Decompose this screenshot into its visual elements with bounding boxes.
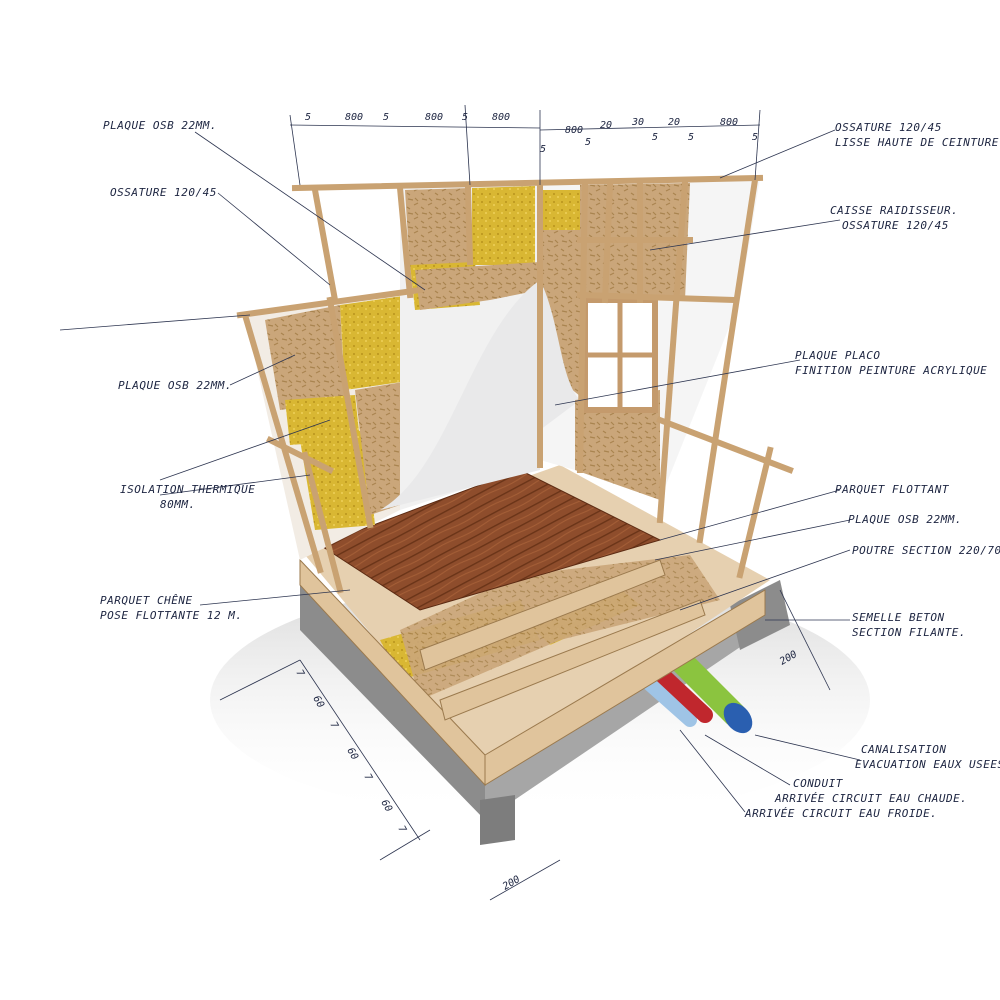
dimension-label: 60 bbox=[378, 798, 394, 814]
dimension-label: 30 bbox=[631, 117, 644, 128]
dimension-label: 800 bbox=[425, 112, 443, 123]
dimension-label: 800 bbox=[720, 117, 738, 128]
wall-frame-studs bbox=[236, 174, 794, 594]
right-wall bbox=[540, 178, 760, 500]
label-parquet-flottant: PARQUET FLOTTANT bbox=[835, 483, 949, 496]
dimension-label: 800 bbox=[345, 112, 363, 123]
label-ossature-left: OSSATURE 120/45 bbox=[110, 186, 217, 199]
back-wall bbox=[380, 182, 540, 510]
label-conduit: CONDUIT ARRIVÉE CIRCUIT EAU CHAUDE. ARRI… bbox=[745, 777, 968, 820]
dimension-label: 5 bbox=[540, 144, 546, 155]
label-ossature-right: OSSATURE 120/45 LISSE HAUTE DE CEINTURE. bbox=[835, 121, 1000, 149]
label-poutre: POUTRE SECTION 220/70 bbox=[852, 544, 1000, 557]
dimension-label: 7 bbox=[327, 720, 340, 731]
dimension-label: 7 bbox=[395, 824, 408, 835]
dimension-label: 60 bbox=[344, 746, 360, 762]
label-semelle-beton: SEMELLE BETON SECTION FILANTE. bbox=[852, 611, 966, 639]
floor-osb bbox=[400, 555, 720, 700]
label-parquet-chene: PARQUET CHÊNE POSE FLOTTANTE 12 M. bbox=[100, 594, 243, 622]
dimension-label: 20 bbox=[600, 120, 612, 131]
label-canalisation: CANALISATION EVACUATION EAUX USEES. bbox=[855, 743, 1000, 771]
label-caisse-raidisseur: CAISSE RAIDISSEUR. OSSATURE 120/45 bbox=[830, 204, 959, 232]
label-isolation: ISOLATION THERMIQUE 80MM. bbox=[120, 483, 256, 511]
dimension-label: 7 bbox=[293, 668, 306, 679]
dimension-label: 800 bbox=[492, 112, 510, 123]
label-plaque-placo: PLAQUE PLACO FINITION PEINTURE ACRYLIQUE bbox=[795, 349, 988, 377]
dimension-label: 5 bbox=[652, 132, 658, 143]
stock-image-id: 233021196 bbox=[8, 770, 32, 910]
dimension-lines bbox=[219, 104, 831, 901]
dimension-label: 7 bbox=[361, 772, 374, 783]
floor-beams bbox=[299, 558, 766, 787]
dimension-label: 5 bbox=[462, 112, 468, 123]
dimension-label: 60 bbox=[310, 694, 326, 710]
label-osb-left: PLAQUE OSB 22MM. bbox=[118, 379, 232, 392]
dimension-label: 5 bbox=[383, 112, 389, 123]
label-osb-top: PLAQUE OSB 22MM. bbox=[103, 119, 217, 132]
bottom-dimension: 200 bbox=[501, 874, 522, 893]
dimension-label: 5 bbox=[752, 132, 758, 143]
annotation-leader-lines bbox=[59, 129, 861, 813]
dimension-label: 5 bbox=[585, 137, 591, 148]
dimension-label: 800 bbox=[565, 125, 583, 136]
dimension-label: 20 bbox=[668, 117, 680, 128]
label-osb-floor: PLAQUE OSB 22MM. bbox=[848, 513, 962, 526]
dimension-label: 5 bbox=[305, 112, 311, 123]
dimension-label: 5 bbox=[688, 132, 694, 143]
